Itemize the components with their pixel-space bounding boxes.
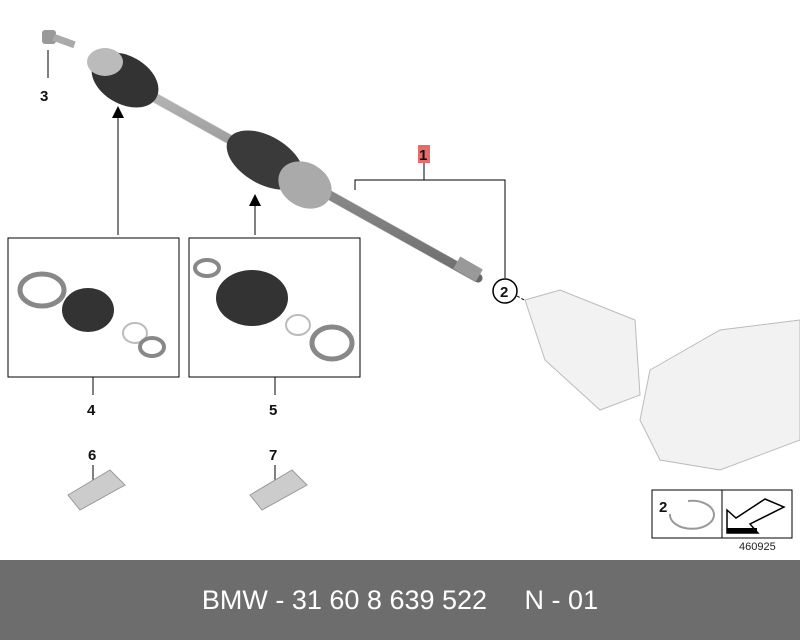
callout-2 [492,278,518,304]
boot-kit-5-parts [193,258,355,362]
boot-kit-4-parts [17,271,166,358]
highlight-marker [418,145,430,163]
legend-number: 2 [659,499,667,516]
grease-tube-7[interactable] [249,469,308,511]
bolt-part-3[interactable] [42,30,76,49]
transfer-case-ghost [524,289,800,471]
label-7: 7 [269,447,277,464]
part-number-footer: BMW - 31 60 8 639 522 N - 01 [0,560,800,640]
label-3: 3 [40,88,48,105]
circlip-icon [668,499,715,530]
label-1: 1 [419,147,427,164]
label-2: 2 [500,284,508,301]
label-5: 5 [269,402,277,419]
legend-box: 2 [651,489,793,539]
grease-tube-6[interactable] [67,469,126,511]
reference-number: 460925 [739,541,776,553]
drive-shaft-part-1[interactable] [82,41,483,283]
label-6: 6 [88,447,96,464]
label-4: 4 [87,402,96,419]
parts-diagram: 3 1 2 4 5 6 [7,30,800,539]
